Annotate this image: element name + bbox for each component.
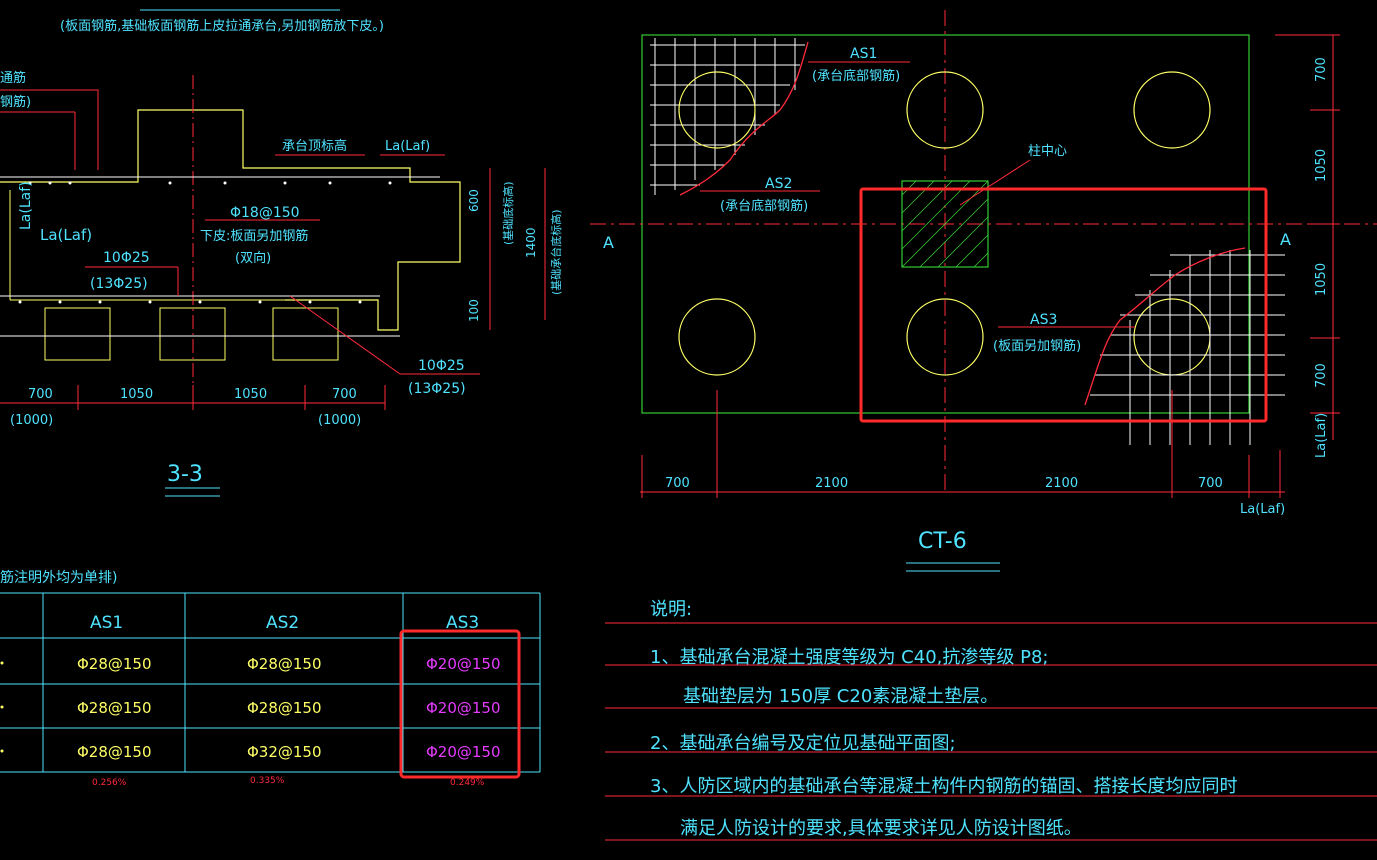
section-la-laf-vertical: La(Laf) [18,181,34,230]
design-notes: 说明: 1、基础承台混凝土强度等级为 C40,抗渗等级 P8; 基础垫层为 15… [605,599,1377,841]
as2-label: AS2 [765,176,792,192]
ratio-as1: 0.256% [92,778,127,788]
section-note-bottom-elev: (基础底标高) [501,181,515,245]
section-bar-right-1: 10Φ25 [418,358,465,374]
plan-ct-6: 柱中心 AS1 (承台底部钢筋) AS2 (承台底部钢筋) AS3 (板面另加钢… [590,10,1377,572]
as1-note: (承台底部钢筋) [812,68,900,84]
section-dim-100: 100 [467,299,481,322]
section-note-cap-elev: (基础承台底标高) [549,209,563,295]
table-cell: Φ28@150 [77,743,152,761]
section-la-laf: La(Laf) [40,226,92,244]
section-dim-1400: 1400 [524,227,538,258]
as2-note: (承台底部钢筋) [720,198,808,214]
section-top-note: (板面钢筋,基础板面钢筋上皮拉通承台,另加钢筋放下皮。) [60,18,384,34]
table-header-as2: AS2 [266,613,299,633]
plan-bottom-dim-2: 2100 [815,476,848,491]
plan-right-dim-3: 1050 [1314,263,1329,296]
section-bar-left-1: 10Φ25 [103,250,150,266]
column-hatch [901,180,989,268]
plan-title: CT-6 [918,529,967,554]
highlight-box-plan [859,187,1268,423]
plan-bottom-dim-3: 2100 [1045,476,1078,491]
section-dim-600: 600 [467,189,481,212]
as3-rebar-grid [1090,250,1285,445]
table-header-as3: AS3 [446,613,479,633]
table-cell: Φ28@150 [77,655,152,673]
section-bar-left-2: (13Φ25) [90,276,148,292]
highlight-box-table [399,629,521,779]
table-header-note: 筋注明外均为单排) [0,569,117,586]
table-cell: Φ28@150 [247,699,322,717]
section-dim-4: 700 [332,387,357,402]
ratio-as3: 0.249% [450,778,485,788]
notes-line-1: 1、基础承台混凝土强度等级为 C40,抗渗等级 P8; [650,647,1048,668]
column-center-label: 柱中心 [1028,144,1067,159]
notes-line-2: 基础垫层为 150厚 C20素混凝土垫层。 [683,686,998,707]
section-bar-bottom-note2: (双向) [235,250,271,266]
plan-right-dim-4: 700 [1314,363,1329,388]
section-dim-sub-1: (1000) [10,413,53,428]
as1-label: AS1 [850,46,877,62]
notes-heading: 说明: [650,599,692,620]
as3-label: AS3 [1030,312,1057,328]
section-mark-right: A [1280,230,1291,249]
plan-bottom-dim-4: 700 [1198,476,1223,491]
table-header-as1: AS1 [90,613,123,633]
plan-right-dim-1: 700 [1314,57,1329,82]
section-dim-sub-2: (1000) [318,413,361,428]
as3-note: (板面另加钢筋) [993,338,1081,354]
section-bar-top: Φ18@150 [230,205,300,221]
section-3-3: (板面钢筋,基础板面钢筋上皮拉通承台,另加钢筋放下皮。) 通筋 钢筋) [0,9,563,497]
section-left-label-2: 钢筋) [0,94,31,110]
plan-right-dim-2: 1050 [1314,149,1329,182]
notes-line-5: 满足人防设计的要求,具体要求详见人防设计图纸。 [680,818,1082,839]
table-cell: Φ20@150 [426,655,501,673]
table-cell: Φ28@150 [247,655,322,673]
table-cell: Φ20@150 [426,699,501,717]
section-left-label-1: 通筋 [0,70,26,86]
table-cell: Φ32@150 [247,743,322,761]
plan-bottom-la: La(Laf) [1240,502,1285,517]
plan-right-la: La(Laf) [1314,413,1329,458]
section-title: 3-3 [167,462,203,487]
section-bar-bottom-note: 下皮:板面另加钢筋 [200,228,308,244]
ratio-as2: 0.335% [250,776,285,786]
section-la-laf-top: La(Laf) [385,139,430,154]
section-bar-right-2: (13Φ25) [408,381,466,397]
section-cap-top-elev: 承台顶标高 [282,138,347,154]
section-dim-2: 1050 [120,387,153,402]
section-dim-3: 1050 [234,387,267,402]
plan-bottom-dim-1: 700 [665,476,690,491]
section-mark-left: A [603,233,614,252]
as1-rebar-grid [650,38,805,195]
section-dim-1: 700 [28,387,53,402]
notes-line-3: 2、基础承台编号及定位见基础平面图; [650,733,956,754]
rebar-table: 筋注明外均为单排) AS1 AS2 AS3 Φ28@150 Φ28@150 Φ2… [0,569,541,788]
table-cell: Φ28@150 [77,699,152,717]
notes-line-4: 3、人防区域内的基础承台等混凝土构件内钢筋的锚固、搭接长度均应同时 [650,776,1237,797]
table-cell: Φ20@150 [426,743,501,761]
